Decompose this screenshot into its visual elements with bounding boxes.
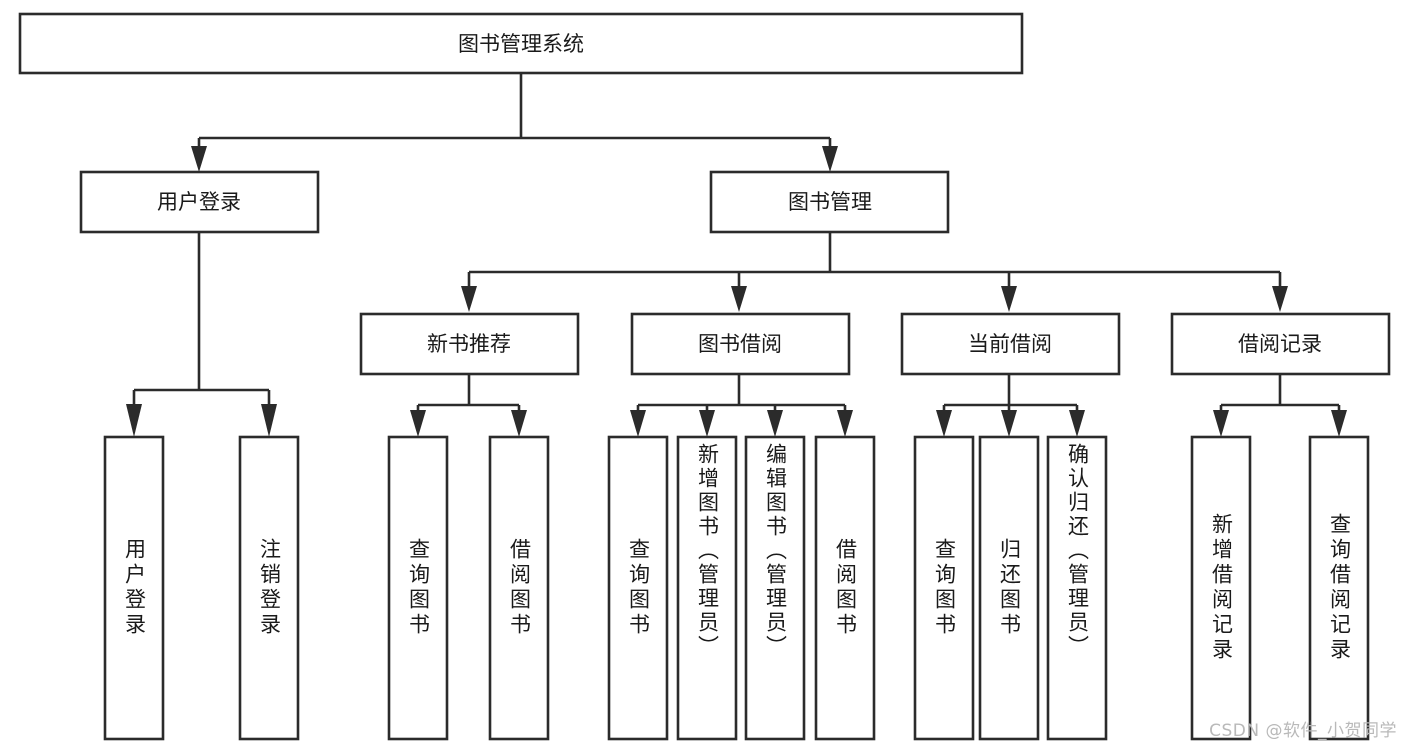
arrow-head-icon xyxy=(630,410,646,437)
arrow-head-icon xyxy=(410,410,426,437)
node-current[interactable]: 当前借阅 xyxy=(900,312,1121,376)
connectors-newbook-to-leaves xyxy=(410,374,527,437)
connectors-current-to-leaves xyxy=(936,374,1085,437)
arrow-head-icon xyxy=(1001,286,1017,312)
connectors-borrow-to-leaves xyxy=(630,374,853,437)
node-leaf4-box[interactable] xyxy=(488,435,550,741)
node-newbook[interactable]: 新书推荐 xyxy=(359,312,580,376)
node-leaf1-box[interactable] xyxy=(103,435,165,741)
node-leaf7-box[interactable] xyxy=(744,435,806,741)
node-root-box[interactable] xyxy=(18,12,1024,75)
node-leaf5-box[interactable] xyxy=(607,435,669,741)
connectors-bookmgmt-to-level3 xyxy=(461,232,1288,312)
node-newbook-box[interactable] xyxy=(359,312,580,376)
node-newbook-label: 新书推荐 xyxy=(427,332,511,356)
arrow-head-icon xyxy=(936,410,952,437)
arrow-head-icon xyxy=(767,410,783,437)
node-leaf2-box[interactable] xyxy=(238,435,300,741)
node-records-box[interactable] xyxy=(1170,312,1391,376)
node-current-box[interactable] xyxy=(900,312,1121,376)
node-leaf12-box[interactable] xyxy=(1190,435,1252,741)
node-bookmgmt[interactable]: 图书管理 xyxy=(709,170,950,234)
node-leaf3-box[interactable] xyxy=(387,435,449,741)
node-bookmgmt-label: 图书管理 xyxy=(788,190,872,214)
connectors-login-to-leaves xyxy=(126,232,277,437)
arrow-head-icon xyxy=(511,410,527,437)
node-borrow-box[interactable] xyxy=(630,312,851,376)
connectors-records-to-leaves xyxy=(1213,374,1347,437)
node-login[interactable]: 用户登录 xyxy=(79,170,320,234)
arrow-head-icon xyxy=(261,404,277,437)
node-root[interactable]: 图书管理系统 xyxy=(18,12,1024,75)
arrow-head-icon xyxy=(1272,286,1288,312)
node-leaf11-box[interactable] xyxy=(1046,435,1108,741)
node-leaf13-box[interactable] xyxy=(1308,435,1370,741)
node-root-label: 图书管理系统 xyxy=(458,32,584,56)
node-leaf6-box[interactable] xyxy=(676,435,738,741)
node-borrow-label: 图书借阅 xyxy=(698,332,782,356)
node-bookmgmt-box[interactable] xyxy=(709,170,950,234)
node-login-box[interactable] xyxy=(79,170,320,234)
arrow-head-icon xyxy=(1001,410,1017,437)
node-borrow[interactable]: 图书借阅 xyxy=(630,312,851,376)
arrow-head-icon xyxy=(731,286,747,312)
arrow-head-icon xyxy=(1331,410,1347,437)
arrow-head-icon xyxy=(1069,410,1085,437)
arrow-head-icon xyxy=(1213,410,1229,437)
node-records[interactable]: 借阅记录 xyxy=(1170,312,1391,376)
arrow-head-icon xyxy=(461,286,477,312)
arrow-head-icon xyxy=(837,410,853,437)
node-login-label: 用户登录 xyxy=(157,190,241,214)
node-records-label: 借阅记录 xyxy=(1238,332,1322,356)
leaf-nodes xyxy=(103,435,1370,741)
node-current-label: 当前借阅 xyxy=(968,332,1052,356)
arrow-head-icon xyxy=(191,146,207,172)
arrow-head-icon xyxy=(699,410,715,437)
arrow-head-icon xyxy=(822,146,838,172)
arrow-head-icon xyxy=(126,404,142,437)
node-leaf9-box[interactable] xyxy=(913,435,975,741)
node-leaf10-box[interactable] xyxy=(978,435,1040,741)
connectors-root-to-level2 xyxy=(191,73,838,172)
node-leaf8-box[interactable] xyxy=(814,435,876,741)
